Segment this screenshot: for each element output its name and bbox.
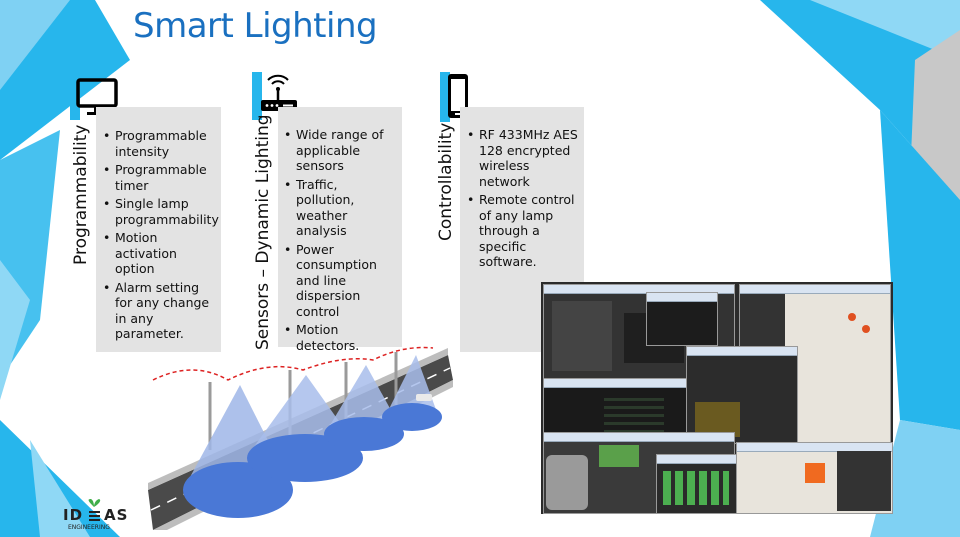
logo-subtitle: ENGINEERING xyxy=(68,524,110,531)
logo-word-right: AS xyxy=(104,506,129,524)
logo-word-left: ID xyxy=(63,506,84,524)
sensors-bullets: Wide range of applicable sensors Traffic… xyxy=(284,127,398,356)
column-label-sensors: Sensors – Dynamic Lighting xyxy=(253,114,273,350)
page-title: Smart Lighting xyxy=(133,6,378,46)
chart-window xyxy=(656,454,738,514)
bullet-item: Programmable timer xyxy=(103,162,217,193)
controllability-bullets: RF 433MHz AES 128 encrypted wireless net… xyxy=(467,127,581,273)
bullet-item: Programmable intensity xyxy=(103,128,217,159)
street-map-window xyxy=(736,442,893,514)
bullet-item: Wide range of applicable sensors xyxy=(284,127,398,174)
street-lighting-illustration xyxy=(148,346,453,530)
login-window xyxy=(646,292,718,346)
leaf-icon xyxy=(88,499,101,521)
control-software-collage xyxy=(541,282,893,514)
bullet-item: Power consumption and line dispersion co… xyxy=(284,242,398,320)
bullet-item: Remote control of any lamp through a spe… xyxy=(467,192,581,270)
column-label-programmability: Programmability xyxy=(71,124,91,265)
ideas-engineering-logo: ID AS ENGINEERING xyxy=(60,499,132,533)
bullet-item: Traffic, pollution, weather analysis xyxy=(284,177,398,239)
lamp-monitor-window xyxy=(686,346,798,444)
programmability-bullets: Programmable intensity Programmable time… xyxy=(103,128,219,345)
bullet-item: Single lamp programmability xyxy=(103,196,219,227)
bullet-item: Motion detectors. xyxy=(284,322,398,353)
column-label-controllability: Controllability xyxy=(436,122,456,241)
bullet-item: Alarm setting for any change in any para… xyxy=(103,280,217,342)
bullet-item: RF 433MHz AES 128 encrypted wireless net… xyxy=(467,127,581,189)
bullet-item: Motion activation option xyxy=(103,230,217,277)
